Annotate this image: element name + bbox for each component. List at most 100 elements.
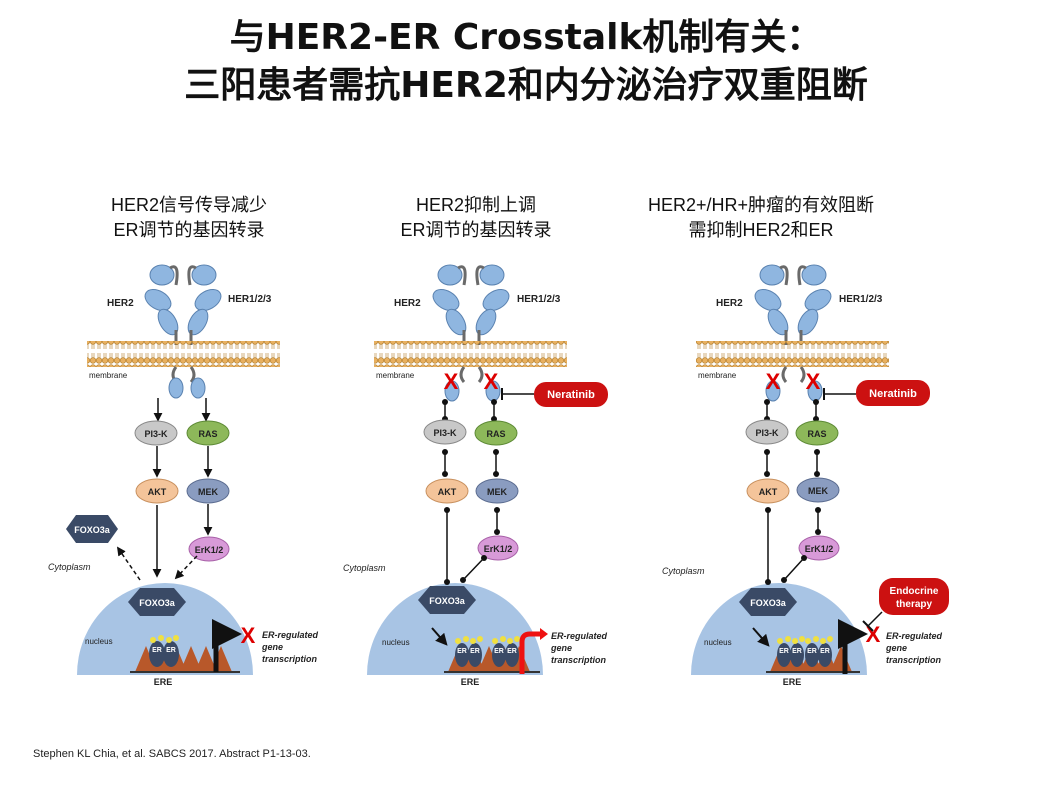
panel-1-nucleus <box>77 583 253 675</box>
panel-1-gene-label-2: gene <box>261 642 283 652</box>
panel-2-nucleus <box>367 583 543 675</box>
panel-3-heading-line-1: HER2+/HR+肿瘤的有效阻断 <box>648 195 874 215</box>
panel-1-ere-label: ERE <box>154 677 173 687</box>
panel-2-foxo-nucleus-node <box>418 586 476 614</box>
panel-1-erk-node <box>188 536 230 562</box>
panel-1-er-dimer: ER ER <box>149 635 179 667</box>
panel-3-gene-label-2: gene <box>885 643 907 653</box>
panel-3-pi3k-label: PI3-K <box>755 428 779 438</box>
svg-text:ER: ER <box>507 648 517 655</box>
panel-3-her2-label: HER2 <box>716 298 743 309</box>
panel-2-her2-label: HER2 <box>394 298 421 309</box>
panel-1-receptor-dimer <box>144 264 222 345</box>
panel-3-neratinib-badge <box>856 380 930 406</box>
panel-2-membrane-label: membrane <box>376 371 415 380</box>
panel-3-mek-node <box>796 477 840 503</box>
panel-3-endocrine-therapy-badge <box>879 578 949 615</box>
panel-2-nucleus-label: nucleus <box>382 638 410 647</box>
panel-2-ere-dna <box>444 646 540 673</box>
panel-1-mek-node <box>186 478 230 504</box>
panel-3-endocrine-label-2: therapy <box>896 599 933 610</box>
panel-3-nucleus <box>691 583 867 675</box>
panel-1-erk-label: ErK1/2 <box>195 545 224 555</box>
panel-2-transcription-arrow <box>519 631 541 674</box>
panel-3-foxo-nucleus-node <box>739 588 797 616</box>
panel-3-pi3k-node <box>745 419 789 445</box>
panel-1-gene-label-1: ER-regulated <box>262 630 319 640</box>
panel-2-erk-node <box>477 535 519 561</box>
panel-3-cytoplasm-label: Cytoplasm <box>662 566 705 576</box>
panel-1-her2-label: HER2 <box>107 298 134 309</box>
panel-2-gene-label-3: transcription <box>551 655 607 665</box>
panel-3-receptor-dimer <box>754 264 832 345</box>
panel-2-ere-label: ERE <box>461 677 480 687</box>
panel-3-ras-node <box>795 420 839 446</box>
panel-3-heading-line-2: 需抑制HER2和ER <box>688 220 833 240</box>
panel-1-gene-label-3: transcription <box>262 654 318 664</box>
panel-3-her2-block-x-icon: X <box>766 369 781 394</box>
panel-2-her2-block-x-icon: X <box>444 369 459 394</box>
panel-2-gene-label-1: ER-regulated <box>551 631 608 641</box>
panel-3-gene-label-1: ER-regulated <box>886 631 943 641</box>
panel-1-nucleus-label: nucleus <box>85 637 113 646</box>
panel-3-foxo-nucleus-label: FOXO3a <box>750 598 787 608</box>
panel-2-akt-label: AKT <box>438 487 457 497</box>
panel-3-erk-label: ErK1/2 <box>805 544 834 554</box>
panel-2-receptor-dimer <box>432 264 510 345</box>
panel-2-heading-line-2: ER调节的基因转录 <box>400 220 551 240</box>
panel-1-pi3k-label: PI3-K <box>144 429 168 439</box>
slide-title-line-2: 三阳患者需抗HER2和内分泌治疗双重阻断 <box>184 65 868 106</box>
panel-2-pi3k-label: PI3-K <box>433 428 457 438</box>
panel-3-erk-node <box>798 535 840 561</box>
panel-3-er-block-x-icon: X <box>866 622 881 647</box>
panel-1-membrane <box>87 341 280 367</box>
panel-2-gene-label-2: gene <box>550 643 572 653</box>
panel-3-ras-label: RAS <box>807 429 826 439</box>
panel-1-transcription-arrow <box>212 619 242 672</box>
panel-3-her123-block-x-icon: X <box>806 369 821 394</box>
panel-3-gene-label-3: transcription <box>886 655 942 665</box>
panel-1-pi3k-node <box>134 420 178 446</box>
panel-2: HER2抑制上调 ER调节的基因转录 HER2 HER1/2/3 membran… <box>343 195 608 687</box>
svg-text:ER: ER <box>470 648 480 655</box>
panel-1-ere-dna <box>130 646 240 673</box>
svg-text:ER: ER <box>820 648 830 655</box>
panel-2-akt-node <box>425 478 469 504</box>
panel-2-foxo-nucleus-label: FOXO3a <box>429 596 466 606</box>
panel-2-ras-node <box>474 420 518 446</box>
panel-2-neratinib-label: Neratinib <box>547 389 595 401</box>
panel-3-membrane-label: membrane <box>698 371 737 380</box>
panel-1-foxo-nucleus-node <box>128 588 186 616</box>
panel-3-membrane <box>696 341 889 367</box>
panel-2-neratinib-badge <box>534 382 608 407</box>
panel-2-er-dimers: ER ER ER ER <box>455 636 520 667</box>
panel-1-heading-line-2: ER调节的基因转录 <box>113 220 264 240</box>
svg-text:ER: ER <box>457 648 467 655</box>
panel-3-mek-label: MEK <box>808 486 829 496</box>
panel-3-her123-label: HER1/2/3 <box>839 294 883 305</box>
panel-1: HER2信号传导减少 ER调节的基因转录 HER2 HER1/2/3 membr… <box>48 195 319 687</box>
panel-2-mek-label: MEK <box>487 487 508 497</box>
panel-1-heading-line-1: HER2信号传导减少 <box>111 195 267 215</box>
panel-3-nucleus-label: nucleus <box>704 638 732 647</box>
panel-1-mek-label: MEK <box>198 487 219 497</box>
panel-3-akt-node <box>746 478 790 504</box>
panel-2-erk-label: ErK1/2 <box>484 544 513 554</box>
panel-2-membrane <box>374 341 567 367</box>
panel-2-her123-label: HER1/2/3 <box>517 294 561 305</box>
panel-1-foxo-cytoplasm-label: FOXO3a <box>74 525 111 535</box>
panel-1-akt-node <box>135 478 179 504</box>
panel-2-pi3k-node <box>423 419 467 445</box>
svg-text:ER: ER <box>494 648 504 655</box>
panel-1-ras-node <box>186 420 230 446</box>
panel-1-ras-label: RAS <box>198 429 217 439</box>
panel-1-inhibit-x-icon: X <box>241 623 256 648</box>
citation-footer: Stephen KL Chia, et al. SABCS 2017. Abst… <box>33 748 311 760</box>
panel-2-heading-line-1: HER2抑制上调 <box>416 195 536 215</box>
panel-1-foxo-nucleus-label: FOXO3a <box>139 598 176 608</box>
svg-text:X: X <box>241 623 256 648</box>
panel-3-ere-dna <box>766 646 860 673</box>
panel-3-akt-label: AKT <box>759 487 778 497</box>
svg-text:ER: ER <box>779 648 789 655</box>
panel-1-akt-label: AKT <box>148 487 167 497</box>
